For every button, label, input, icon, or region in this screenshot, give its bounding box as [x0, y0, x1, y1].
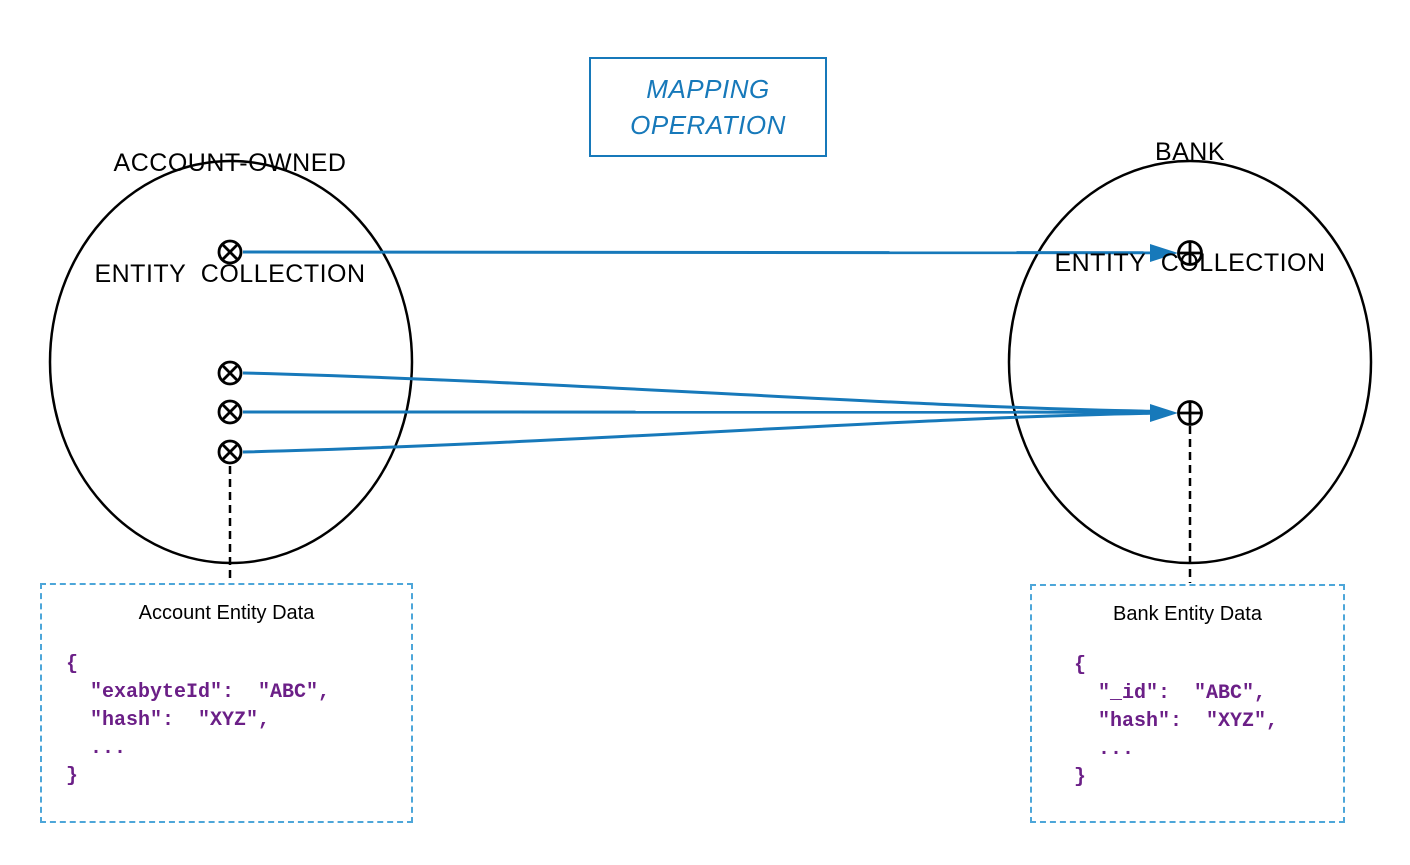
mapping-arrow-4 — [242, 411, 1151, 454]
bank-entity-point-1 — [1177, 240, 1203, 266]
account-collection-title: ACCOUNT-OWNED ENTITY COLLECTION — [30, 71, 430, 367]
account-entity-point-1 — [217, 239, 243, 265]
account-collection-title-line1: ACCOUNT-OWNED — [113, 149, 347, 177]
bank-entity-points — [1177, 240, 1203, 426]
account-entity-point-2 — [217, 360, 243, 386]
bank-collection-title-line2: ENTITY COLLECTION — [1054, 249, 1326, 277]
arrowhead-bottom — [1150, 404, 1178, 422]
bank-collection-title: BANK ENTITY COLLECTION — [990, 60, 1390, 356]
account-entity-point-3 — [217, 399, 243, 425]
account-entity-data-box: Account Entity Data { "exabyteId": "ABC"… — [40, 583, 413, 823]
mapping-operation-line2: OPERATION — [630, 110, 786, 140]
account-entity-points — [217, 239, 243, 465]
account-entity-data-title: Account Entity Data — [138, 602, 315, 624]
mapping-operation-box: MAPPING OPERATION — [589, 57, 827, 157]
bank-entity-data-title: Bank Entity Data — [1113, 603, 1262, 625]
bank-collection-title-line1: BANK — [1154, 138, 1226, 166]
bank-entity-data-box: Bank Entity Data { "_id": "ABC", "hash":… — [1030, 584, 1345, 823]
mapping-arrow-2 — [242, 371, 1151, 413]
mapping-arrow-1 — [242, 250, 1151, 255]
bank-entity-data-code: { "_id": "ABC", "hash": "XYZ", ... } — [1074, 654, 1279, 789]
account-entity-data-code: { "exabyteId": "ABC", "hash": "XYZ", ...… — [66, 653, 331, 788]
arrowhead-top — [1150, 244, 1178, 262]
account-collection-title-line2: ENTITY COLLECTION — [94, 260, 366, 288]
mapping-operation-line1: MAPPING — [646, 74, 770, 104]
mapping-arrows — [242, 250, 1151, 454]
account-entity-point-4 — [217, 439, 243, 465]
bank-entity-point-2 — [1177, 400, 1203, 426]
